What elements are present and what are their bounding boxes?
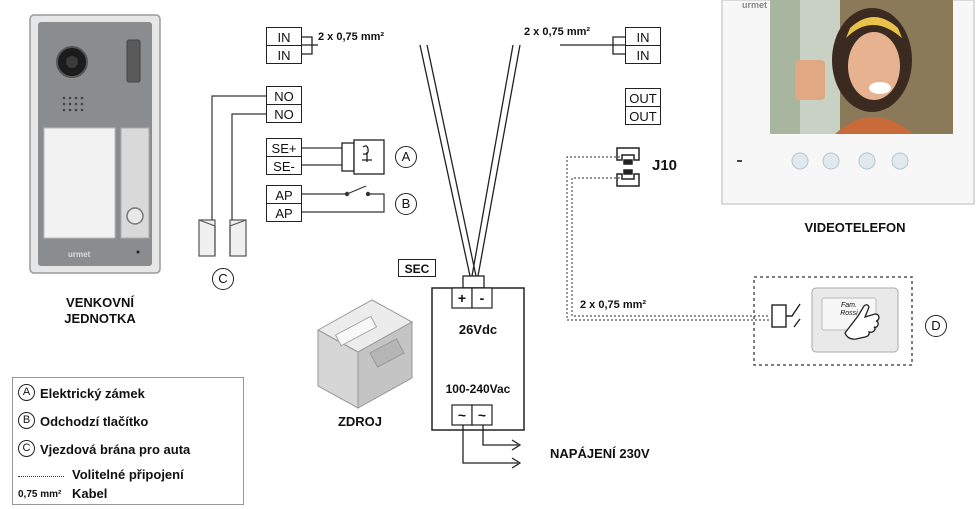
legend-marker-a: A [18, 384, 35, 401]
legend-marker-c: C [18, 440, 35, 457]
legend-marker-b: B [18, 412, 35, 429]
monitor-terminal-in-1: IN [625, 27, 661, 46]
videophone [721, 0, 975, 205]
optional-button-frame [753, 276, 913, 366]
legend-text-c: Vjezdová brána pro auta [40, 442, 191, 457]
psu-ac-1: ~ [457, 407, 467, 423]
terminal-se-minus: SE- [266, 156, 302, 175]
monitor-brand: urmet [742, 0, 768, 10]
legend-dotted-line-icon [18, 476, 64, 477]
terminal-in-1: IN [266, 27, 302, 46]
gate-icon [198, 219, 247, 257]
marker-a: A [395, 146, 417, 168]
legend-text-a: Elektrický zámek [40, 386, 145, 401]
monitor-terminal-out-2: OUT [625, 106, 661, 125]
psu-label: ZDROJ [337, 414, 383, 429]
psu-output: 26Vdc [458, 322, 498, 337]
legend-text-optional: Volitelné připojení [72, 467, 184, 482]
legend-cable-size: 0,75 mm² [18, 489, 62, 500]
outdoor-brand: urmet [68, 250, 91, 259]
legend-text-cable: Kabel [72, 486, 108, 501]
outdoor-unit-label-line1: VENKOVNÍ [66, 295, 134, 310]
sec-label: SEC [398, 259, 436, 277]
monitor-terminal-out-1: OUT [625, 88, 661, 107]
call-button-icon [126, 207, 144, 225]
name-plate [43, 127, 116, 239]
terminal-in-2: IN [266, 45, 302, 64]
cable-label-right: 2 x 0,75 mm² [524, 26, 591, 38]
outdoor-unit-label: VENKOVNÍ JEDNOTKA [50, 295, 150, 327]
doorbell-switch-icon [771, 303, 801, 328]
electric-lock-icon [341, 139, 385, 175]
outdoor-unit [29, 14, 161, 274]
cable-label-left: 2 x 0,75 mm² [318, 31, 385, 43]
speaker-grille-icon [62, 96, 84, 112]
j10-connector [616, 147, 640, 187]
legend-box [12, 377, 244, 505]
marker-d: D [925, 315, 947, 337]
psu-input: 100-240Vac [445, 382, 511, 396]
hand-pointer-icon [844, 304, 880, 340]
mains-label: NAPÁJENÍ 230V [550, 446, 650, 461]
psu-ac-2: ~ [477, 407, 487, 423]
power-supply [431, 275, 525, 431]
terminal-se-plus: SE+ [266, 138, 302, 157]
j10-label: J10 [652, 157, 678, 174]
psu-photo [316, 299, 414, 409]
outdoor-unit-label-line2: JEDNOTKA [64, 311, 136, 326]
monitor-terminal-in-2: IN [625, 45, 661, 64]
legend-text-b: Odchodzí tlačítko [40, 414, 149, 429]
marker-b: B [395, 193, 417, 215]
nameplate-line1: Fam. [841, 302, 857, 309]
terminal-no-2: NO [266, 104, 302, 123]
terminal-ap-1: AP [266, 185, 302, 204]
terminal-ap-2: AP [266, 203, 302, 222]
videophone-label: VIDEOTELEFON [804, 220, 906, 235]
nameplate-line2: Rossi [840, 310, 858, 317]
psu-minus: - [479, 290, 485, 306]
psu-plus: + [457, 290, 467, 306]
terminal-no-1: NO [266, 86, 302, 105]
marker-c: C [212, 268, 234, 290]
cable-label-bottom: 2 x 0,75 mm² [580, 299, 647, 311]
push-button-nameplate: Fam. Rossi [826, 302, 872, 318]
